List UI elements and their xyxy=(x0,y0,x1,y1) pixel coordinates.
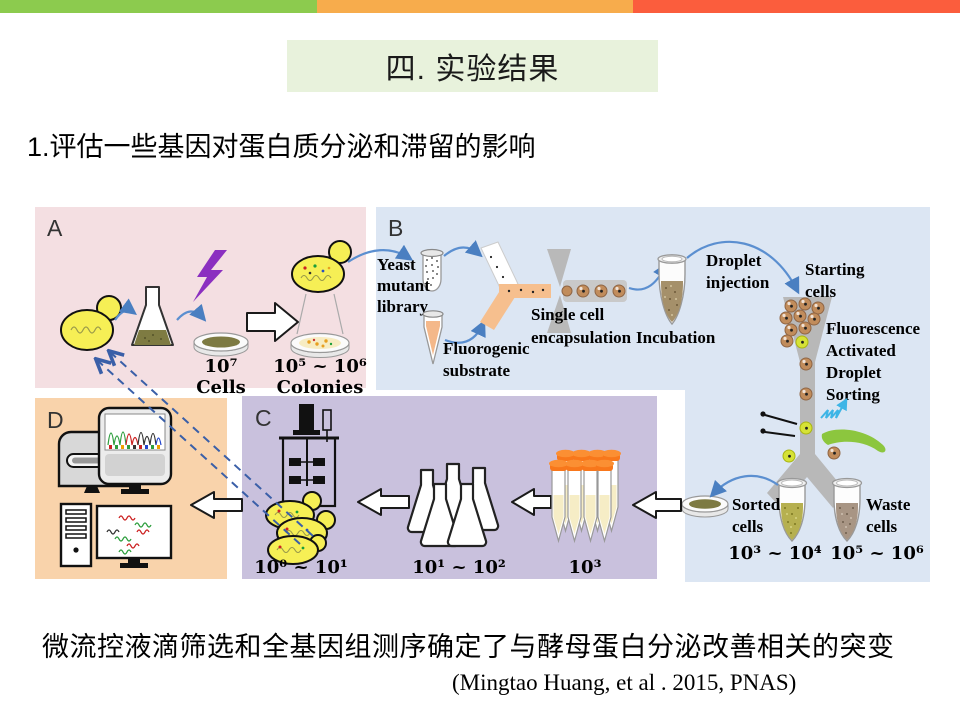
yeast-library-tube-icon xyxy=(420,248,444,292)
workflow-figure-svg: A B C D 10⁷ Cells 10⁵ ~ 10 xyxy=(35,207,930,582)
culture-flask-icon xyxy=(131,286,174,346)
feedback-dashed-arrows xyxy=(97,352,314,545)
waste-cells-label-line2: cells xyxy=(866,517,898,536)
figure-caption: 微流控液滴筛选和全基因组测序确定了与酵母蛋白分泌改善相关的突变 xyxy=(42,632,895,662)
yeast-cell-icon xyxy=(60,295,122,351)
block-arrow-flasks-to-reactor xyxy=(357,488,410,516)
mutagenesis-dish-icon xyxy=(193,332,249,357)
colony-dish-icon xyxy=(290,332,350,358)
waste-cells-tube-icon xyxy=(831,477,863,542)
starting-cells-label-line2: cells xyxy=(805,282,837,301)
incubation-label: Incubation xyxy=(636,328,716,347)
fads-label-line4: Sorting xyxy=(826,385,880,404)
sorting-electrodes-icon xyxy=(760,411,798,437)
tubes-count-value: 10³ xyxy=(569,557,602,578)
arrow-library-to-chip xyxy=(443,240,483,258)
panel-b-letter: B xyxy=(388,215,403,241)
encapsulation-label-line2: encapsulation xyxy=(531,328,632,347)
arrow-sorted-to-dish xyxy=(709,474,779,498)
workflow-figure: A B C D 10⁷ Cells 10⁵ ~ 10 xyxy=(35,202,931,590)
fluorogenic-label-line1: Fluorogenic xyxy=(443,339,530,358)
slide-accent-bar xyxy=(0,0,960,13)
block-arrow-tubes-to-flasks xyxy=(511,488,552,516)
sorted-cells-tube-icon xyxy=(776,477,808,542)
accent-bar-red-segment xyxy=(633,0,960,13)
arrow-substrate-to-chip xyxy=(444,319,486,344)
sorted-count-value: 10³ ~ 10⁴ xyxy=(728,543,822,564)
panel-a-letter: A xyxy=(47,215,63,241)
fads-label-line1: Fluorescence xyxy=(826,319,921,338)
yeast-library-label-line1: Yeast xyxy=(377,255,416,274)
flow-focus-nozzle-icon xyxy=(547,249,571,333)
magnify-line-right xyxy=(333,293,344,335)
encapsulation-label-line1: Single cell xyxy=(531,305,604,324)
yeast-library-label-line2: mutant xyxy=(377,276,430,295)
fads-label-line3: Droplet xyxy=(826,363,882,382)
arrow-droplet-injection xyxy=(686,240,800,295)
cells-count-label: Cells xyxy=(196,377,246,398)
computer-tower-icon xyxy=(59,502,93,568)
cells-count-value: 10⁷ xyxy=(205,356,238,377)
starting-cells-label-line1: Starting xyxy=(805,260,865,279)
reactor-count-value: 10⁰ ~ 10¹ xyxy=(254,557,347,578)
arrow-colonies-to-library xyxy=(347,244,414,263)
microfluidic-junction-icon xyxy=(480,241,551,330)
panel-d-letter: D xyxy=(47,407,64,433)
slide-title: 四. 实验结果 xyxy=(385,53,560,86)
block-arrow-sorted-to-panel-c xyxy=(632,491,682,519)
sorting-channel-icon xyxy=(767,297,847,508)
block-arrow-plating xyxy=(246,302,299,342)
analysis-monitor-icon xyxy=(95,504,173,568)
accent-bar-orange-segment xyxy=(317,0,633,13)
flasks-count-value: 10¹ ~ 10² xyxy=(412,557,505,578)
waste-cells-label-line1: Waste xyxy=(866,495,911,514)
slide-title-box: 四. 实验结果 xyxy=(287,40,658,92)
incubation-tube-icon xyxy=(657,254,687,326)
fads-label-line2: Activated xyxy=(826,341,896,360)
arrow-yeast-to-flask xyxy=(114,298,137,321)
green-swoosh-icon xyxy=(821,429,886,453)
colonies-count-value: 10⁵ ~ 10⁶ xyxy=(273,356,367,377)
waste-count-value: 10⁵ ~ 10⁶ xyxy=(830,543,924,564)
panel-c-letter: C xyxy=(255,405,272,431)
magnify-line-left xyxy=(296,293,307,335)
sorted-cells-label-line1: Sorted xyxy=(732,495,781,514)
laser-zigzag-icon xyxy=(820,397,848,419)
droplet-channel-icon xyxy=(561,280,627,302)
fluorogenic-label-line2: substrate xyxy=(443,361,511,380)
droplet-injection-label-line2: injection xyxy=(706,273,770,292)
panel-a-background xyxy=(35,207,366,388)
yeast-library-label-line3: library xyxy=(377,297,428,316)
slide-subtitle: 1.评估一些基因对蛋白质分泌和滞留的影响 xyxy=(27,132,536,162)
citation-text: (Mingtao Huang, et al . 2015, PNAS) xyxy=(452,670,797,695)
accent-bar-green-segment xyxy=(0,0,317,13)
colonies-count-label: Colonies xyxy=(277,377,364,398)
block-arrow-panel-c-to-d xyxy=(190,491,243,519)
sorted-cells-label-line2: cells xyxy=(732,517,764,536)
fluorogenic-substrate-tube-icon xyxy=(422,310,444,365)
mutant-yeast-zoom-icon xyxy=(291,240,352,293)
sorted-plate-dish-icon xyxy=(681,495,729,518)
mutagenesis-lightning-icon xyxy=(193,250,227,302)
arrow-flask-to-dish xyxy=(176,303,207,322)
droplet-injection-label-line1: Droplet xyxy=(706,251,762,270)
sequencer-monitor-icon xyxy=(97,406,173,494)
